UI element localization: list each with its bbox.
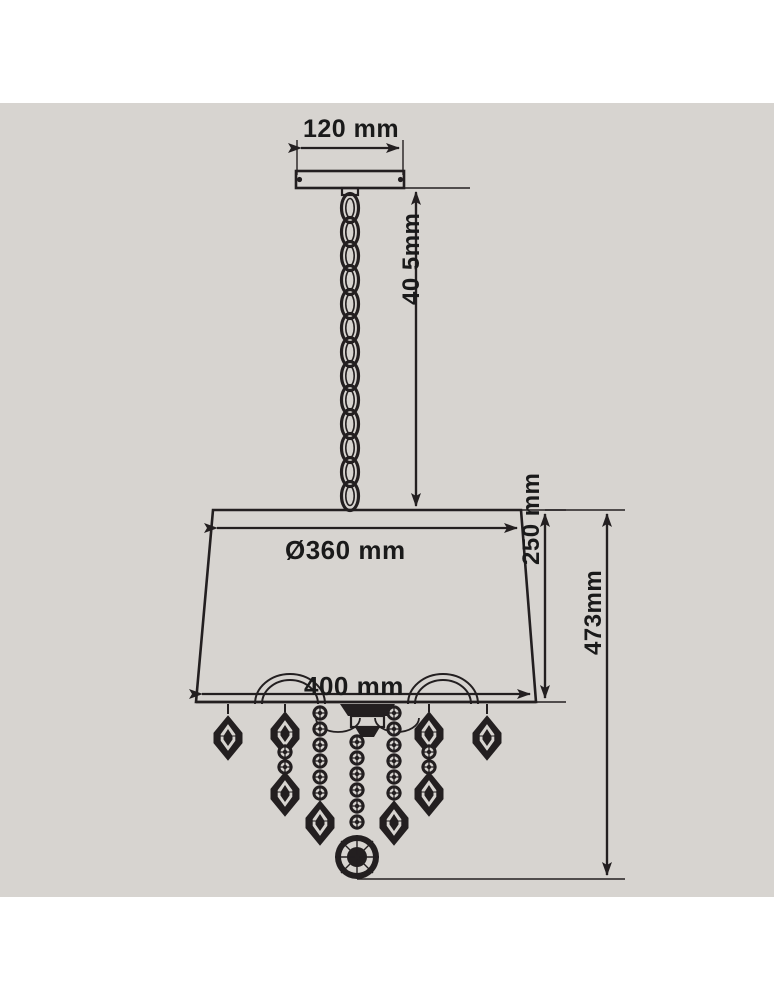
dimension-chain-drop bbox=[404, 187, 470, 511]
drawing-backdrop bbox=[0, 103, 774, 897]
dimension-label-shade-height: 250 mm bbox=[518, 472, 545, 565]
ceiling-canopy bbox=[294, 169, 406, 197]
crystal-strand bbox=[335, 733, 379, 879]
crystal-strand bbox=[270, 704, 300, 817]
dimension-total-height bbox=[357, 509, 625, 880]
dimension-canopy-width bbox=[288, 140, 404, 175]
suspension-chain bbox=[339, 191, 361, 513]
dimension-label-shade-top-diameter: Ø360 mm bbox=[285, 535, 406, 565]
crystal-strand bbox=[213, 704, 243, 761]
dimension-label-total-height: 473mm bbox=[580, 569, 607, 655]
dimension-label-canopy-width: 120 mm bbox=[303, 115, 400, 143]
dimension-shade-height bbox=[521, 509, 566, 703]
dimension-label-chain-drop: 40 5mm bbox=[398, 212, 425, 305]
center-finial-ball bbox=[340, 704, 395, 737]
crystal-strand bbox=[414, 704, 444, 817]
dimension-label-shade-bottom-width: 400 mm bbox=[304, 671, 404, 701]
crystal-droplet-strands bbox=[213, 704, 502, 879]
crystal-strand bbox=[305, 704, 335, 846]
crystal-strand bbox=[472, 704, 502, 761]
crystal-ball bbox=[335, 835, 379, 879]
